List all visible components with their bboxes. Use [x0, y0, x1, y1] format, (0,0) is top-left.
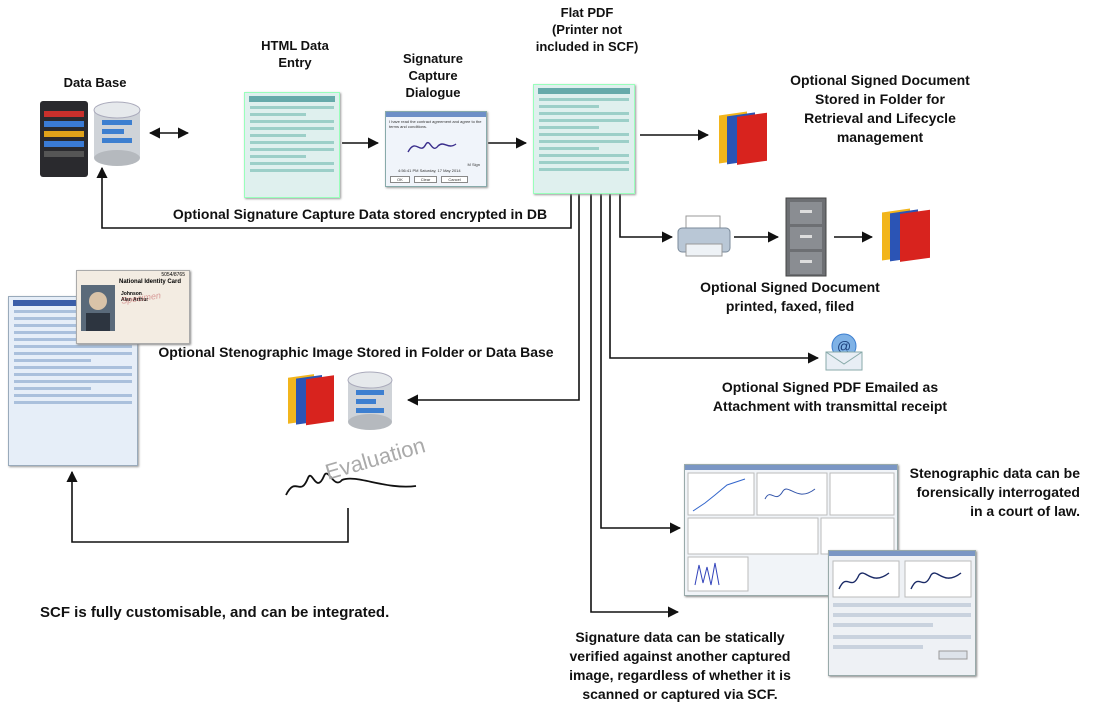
flat-pdf-thumbnail [533, 84, 635, 194]
verification-thumbnail [828, 550, 976, 676]
server-icon [36, 97, 92, 184]
database-icon [342, 370, 400, 437]
dialog-sign-label: M Sign [467, 162, 480, 167]
dialog-cancel-button[interactable]: Cancel [441, 176, 468, 183]
database-label: Data Base [63, 75, 127, 90]
printed-label: Optional Signed Document printed, faxed,… [700, 279, 880, 314]
flat-pdf-label: Flat PDF (Printer not included in SCF) [535, 5, 639, 54]
arrow-verify [590, 193, 680, 618]
emailed-label: Optional Signed PDF Emailed as Attachmen… [712, 379, 948, 414]
signature-image: Evaluation [276, 432, 428, 506]
id-card-number: 5054/8765 [161, 272, 185, 278]
email-icon: @ [822, 332, 866, 377]
arrow-steno-image [406, 193, 580, 406]
arrow-sig-form [66, 470, 349, 543]
dialog-timestamp: 4:56:41 PM Saturday, 17 May 2014 [398, 168, 461, 173]
stored-folder-label: Optional Signed Document Stored in Folde… [790, 72, 970, 145]
svg-text:@: @ [837, 338, 851, 354]
sig-dialogue-label: Signature Capture Dialogue [403, 51, 463, 100]
customisable-label: SCF is fully customisable, and can be in… [40, 604, 390, 621]
arrow-encrypted-db [96, 166, 572, 229]
id-card: National Identity Card 5054/8765 Johnson… [76, 270, 190, 344]
steno-image-label: Optional Stenographic Image Stored in Fo… [158, 344, 554, 360]
arrow-email [609, 193, 820, 364]
dialog-clear-button[interactable]: Clear [413, 176, 438, 183]
filing-cabinet-icon [782, 196, 830, 283]
database-icon [88, 100, 148, 173]
id-card-name: Johnson Alan Arthur [121, 291, 149, 303]
folder-stack-icon [286, 370, 342, 435]
arrow-printer [619, 193, 674, 243]
id-card-photo [81, 285, 115, 331]
folder-stack-icon [878, 205, 942, 272]
id-card-title: National Identity Card [119, 279, 182, 285]
verify-label: Signature data can be statically verifie… [569, 629, 791, 702]
html-entry-label: HTML Data Entry [261, 38, 329, 70]
signature-stroke [407, 141, 457, 153]
dialog-text: I have read the contract agreement and a… [389, 119, 482, 129]
html-entry-form-thumbnail [244, 92, 340, 198]
forensic-label: Stenographic data can be forensically in… [909, 465, 1080, 519]
printer-icon [676, 214, 732, 265]
sig-capture-dialog: I have read the contract agreement and a… [385, 111, 487, 187]
db-encrypted-label: Optional Signature Capture Data stored e… [172, 206, 548, 222]
arrow-forensic [600, 193, 682, 534]
folder-stack-icon [715, 108, 775, 175]
dialog-ok-button[interactable]: OK [390, 176, 410, 183]
